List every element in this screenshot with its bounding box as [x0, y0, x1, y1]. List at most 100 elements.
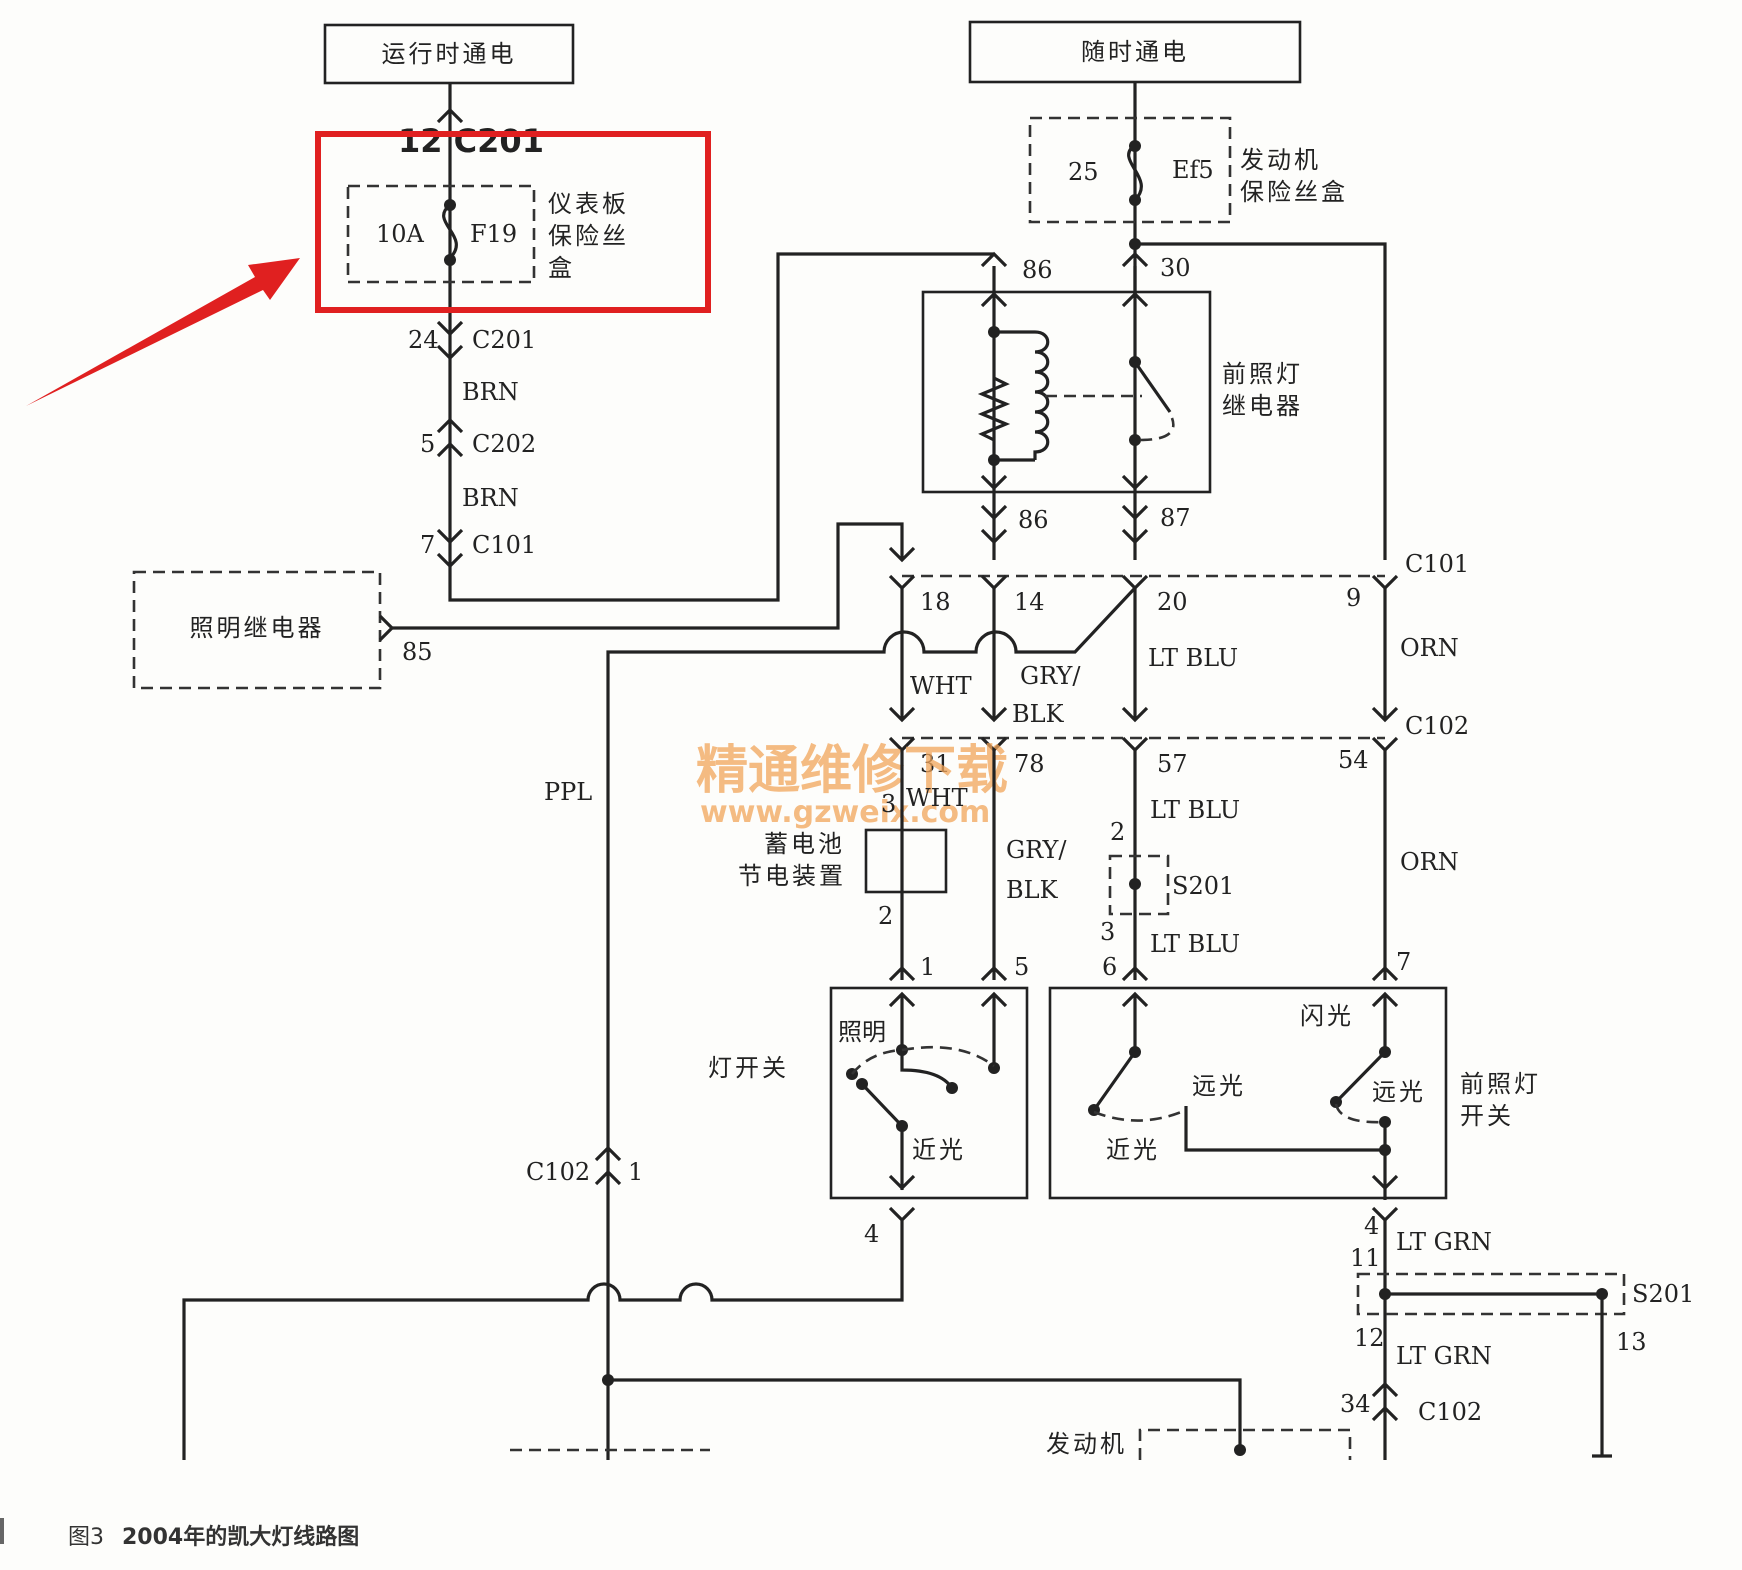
wire-ltgrn-1: LT GRN [1396, 1228, 1492, 1256]
run-power-label: 运行时通电 [382, 40, 517, 68]
s201-splice-box [1108, 854, 1170, 916]
wire-brn-2: BRN [462, 484, 519, 512]
wire-wht: WHT [910, 672, 972, 700]
run-power-wire [448, 83, 993, 602]
label-low-1: 近光 [912, 1136, 966, 1164]
relay-contact-arc [1139, 417, 1175, 442]
orn-feed-wire [1135, 242, 1387, 560]
light-switch-output-wire [182, 1206, 916, 1460]
light-switch-box [829, 986, 1029, 1200]
wire-ltblu-2: LT BLU [1150, 796, 1240, 824]
ip-fuse-label-1: 仪表板 [548, 190, 629, 218]
pin-5b: 5 [1014, 953, 1029, 981]
pin-4b: 4 [1364, 1212, 1379, 1240]
low-high-arc-1 [1093, 1108, 1187, 1122]
engine-feed-wire [608, 1378, 1242, 1450]
label-low-2: 近光 [1106, 1136, 1160, 1164]
pin-86-bottom: 86 [1018, 506, 1049, 534]
engine-box [1138, 1428, 1352, 1460]
wire-brn-1: BRN [462, 378, 519, 406]
pin-85: 85 [402, 638, 433, 666]
c101-right-label: C101 [1405, 550, 1469, 578]
f19-rating: 10A [376, 220, 425, 248]
c102-left-connector [594, 1145, 622, 1186]
headlamp-relay-label-1: 前照灯 [1222, 360, 1303, 388]
ip-fuse-box [346, 184, 536, 284]
headlamp-switch-inner-arrows [1121, 991, 1399, 1008]
s201-label-bottom: S201 [1632, 1280, 1694, 1308]
engine-label: 发动机 [1046, 1430, 1127, 1458]
caption-text: 2004年的凯大灯线路图 [122, 1524, 359, 1550]
pin-7: 7 [420, 531, 435, 559]
illum-arc [901, 1045, 995, 1068]
ef5-rating: 25 [1068, 158, 1099, 186]
c201-top-label: 12 C201 [398, 122, 544, 160]
c202-label: C202 [472, 430, 536, 458]
headlamp-switch-label-2: 开关 [1460, 1102, 1514, 1130]
light-switch-out-arrow [888, 1174, 916, 1191]
wire-ppl: PPL [544, 778, 592, 806]
always-power-label: 随时通电 [1081, 38, 1189, 66]
c202-connector [436, 417, 464, 458]
c101-left-label: C101 [472, 531, 536, 559]
pin-13: 13 [1616, 1328, 1647, 1356]
c101-pins [888, 574, 1399, 591]
ef5-fuse-symbol [1127, 143, 1143, 202]
pin-18: 18 [920, 588, 951, 616]
battery-saver-box [864, 828, 948, 894]
c102-arrows [888, 706, 1399, 723]
wire-ltblu-1: LT BLU [1148, 644, 1238, 672]
red-arrow [26, 258, 300, 406]
relay-resistor [977, 376, 1011, 442]
pin-4a: 4 [864, 1220, 879, 1248]
low-high-arc-2 [1334, 1103, 1386, 1124]
pin-1: 1 [920, 953, 935, 981]
f19-fuse-symbol [442, 203, 458, 260]
highlight-box [315, 131, 711, 313]
relay-contact [1133, 361, 1172, 413]
wire-wht-2: WHT [906, 784, 968, 812]
c201-top-connector [436, 107, 464, 124]
pin-31: 31 [920, 750, 951, 778]
light-switch-inner-arrows [888, 991, 1008, 1008]
pin-9: 9 [1346, 584, 1361, 612]
pin-24: 24 [408, 326, 439, 354]
relay-internal-wires [992, 266, 1137, 560]
battery-saver-label-2: 节电装置 [738, 862, 846, 890]
wire-ltgrn-2: LT GRN [1396, 1342, 1492, 1370]
pin-86-top: 86 [1022, 256, 1053, 284]
c201-label: C201 [472, 326, 536, 354]
watermark-line-2: www.gzweix.com [700, 795, 990, 830]
caption-marker [0, 1518, 4, 1544]
switch-top-connectors [888, 965, 1399, 982]
label-high-2: 远光 [1372, 1078, 1426, 1106]
c101-left-connector [436, 528, 464, 569]
f19-name: F19 [470, 220, 517, 248]
pin-11: 11 [1350, 1244, 1381, 1272]
wire-grybl-1a: GRY/ [1020, 662, 1081, 690]
c201-connector [436, 320, 464, 361]
c102-right-label: C102 [1405, 712, 1469, 740]
s201-splice-bottom [1356, 1272, 1626, 1316]
battery-saver-label-1: 蓄电池 [764, 830, 845, 858]
pin-85-connector [378, 614, 395, 642]
pin-87: 87 [1160, 504, 1191, 532]
relay-coil [994, 330, 1050, 462]
pin-30: 30 [1160, 254, 1191, 282]
low-arc [850, 1048, 903, 1075]
headlamp-switch-box [1048, 986, 1448, 1200]
c102-bottom-label: C102 [1418, 1398, 1482, 1426]
wire-grybl-2a: GRY/ [1006, 836, 1067, 864]
label-illum: 照明 [838, 1018, 886, 1046]
c101-c102-wires [900, 588, 1387, 720]
pin-5: 5 [420, 430, 435, 458]
pin-57: 57 [1157, 750, 1188, 778]
pin-54: 54 [1338, 746, 1369, 774]
s201-bus [1385, 1292, 1604, 1456]
wht-feed-wire [392, 522, 904, 630]
ip-fuse-label-2: 保险丝 [548, 222, 629, 250]
lower-wires [900, 750, 1387, 980]
pin-2a: 2 [878, 902, 893, 930]
pin-14: 14 [1014, 588, 1045, 616]
